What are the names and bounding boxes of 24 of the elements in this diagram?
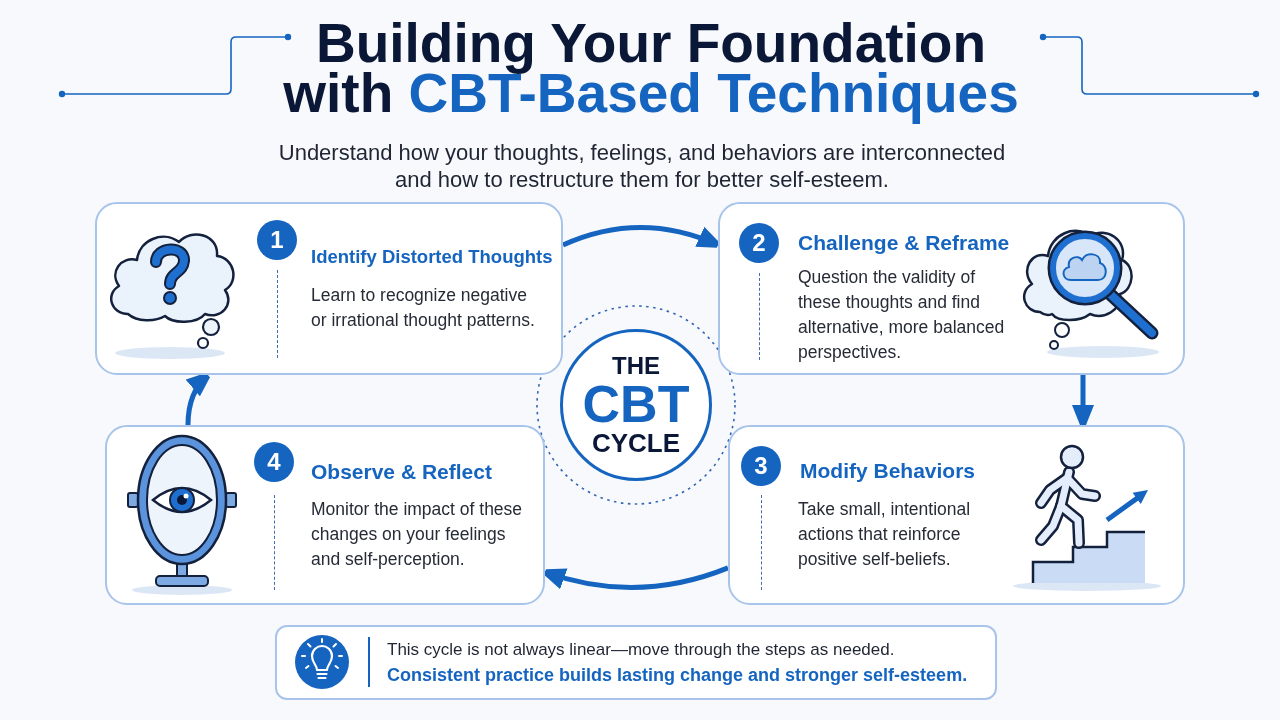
step-number-badge: 4 [254,442,294,482]
step-description: Take small, intentional actions that reinforce positive self-beliefs. [798,498,972,571]
step-card [95,202,563,375]
step-heading: Identify Distorted Thoughts [311,245,554,269]
step-heading: Challenge & Reframe [798,231,1011,255]
step-description: Monitor the impact of these changes on your feelings and self-perception. [311,498,524,571]
step-number-badge: 3 [741,446,781,486]
tip-panel [275,625,997,700]
cycle-title-bottom: CYCLE [591,429,681,457]
step-description: Question the validity of these thoughts and find alternative, more balanced perspectives. [798,266,1006,364]
note-emphasis-text: Consistent practice builds lasting change and stronger self-esteem. [387,664,969,687]
step-description: Learn to recognize negative or irrational thought patterns. [311,284,536,332]
title-text: Building Your Foundation with CBT-Based Techniques [282,14,1020,126]
step-card [105,425,545,605]
step-number-badge: 1 [257,220,297,260]
step-card [718,202,1185,375]
step-heading: Observe & Reflect [311,460,493,484]
step-card [728,425,1185,605]
note-text: This cycle is not always linear—move through the steps as needed. [387,639,896,661]
cycle-title-main: CBT [582,379,690,429]
step-number-badge: 2 [739,223,779,263]
cycle-title-top: THE [612,353,660,379]
subtitle-text: Understand how your thoughts, feelings, and behaviors are interconnected and how to restructure them for better self-esteem. [277,139,1007,193]
step-heading: Modify Behaviors [800,459,977,483]
